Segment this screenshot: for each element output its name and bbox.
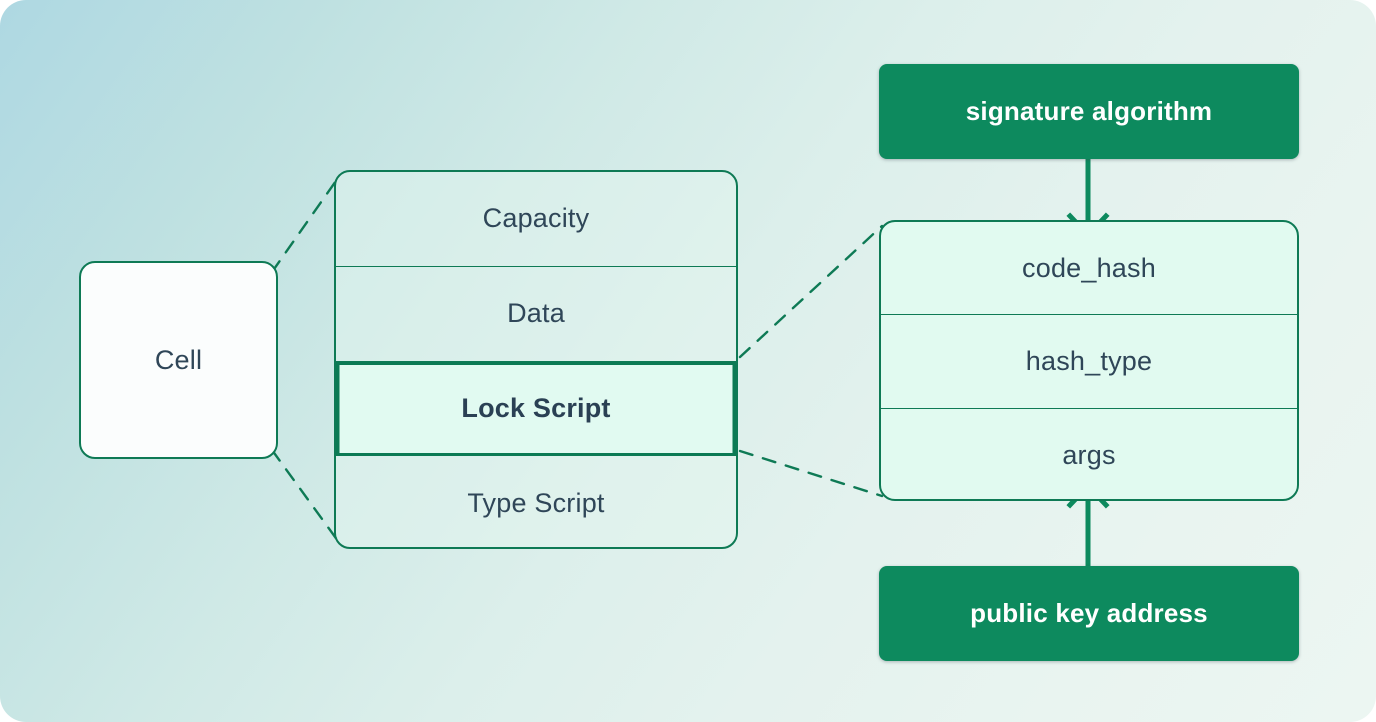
cell-field-capacity[interactable]: Capacity — [336, 172, 736, 267]
cell-field-data-label: Data — [507, 298, 565, 329]
script-field-code-hash-label: code_hash — [1022, 252, 1156, 283]
script-field-args-label: args — [1062, 439, 1116, 470]
cell-box[interactable]: Cell — [79, 261, 278, 459]
cell-field-lock-script-label: Lock Script — [461, 393, 611, 424]
cell-field-type-script-label: Type Script — [467, 488, 605, 519]
signature-algorithm-label: signature algorithm — [965, 96, 1213, 126]
cell-field-capacity-label: Capacity — [482, 203, 590, 234]
cell-label: Cell — [154, 344, 203, 375]
script-field-code-hash[interactable]: code_hash — [881, 222, 1297, 316]
public-key-address-box[interactable]: public key address — [879, 566, 1299, 661]
cell-field-data[interactable]: Data — [336, 267, 736, 362]
cell-fields-stack: Capacity Data Lock Script Type Script — [334, 170, 738, 549]
cell-field-lock-script[interactable]: Lock Script — [336, 361, 736, 457]
connector-cell-to-fields-top — [270, 176, 340, 274]
connector-cell-to-fields-bottom — [270, 448, 340, 543]
signature-algorithm-box[interactable]: signature algorithm — [879, 64, 1299, 159]
connector-lock-script-to-script-bottom — [738, 449, 884, 498]
public-key-address-label: public key address — [970, 598, 1208, 628]
script-field-hash-type-label: hash_type — [1025, 345, 1153, 376]
connector-lock-script-to-script-top — [738, 224, 884, 359]
script-field-args[interactable]: args — [881, 409, 1297, 499]
cell-field-type-script[interactable]: Type Script — [336, 456, 736, 547]
script-field-hash-type[interactable]: hash_type — [881, 315, 1297, 409]
script-fields-stack: code_hash hash_type args — [879, 220, 1299, 501]
